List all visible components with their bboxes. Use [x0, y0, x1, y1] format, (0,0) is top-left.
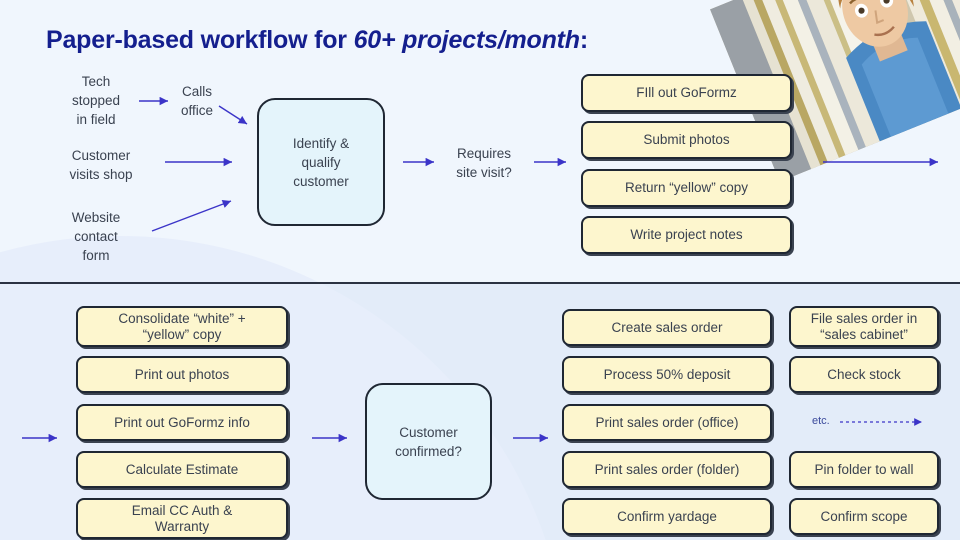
page-title: Paper-based workflow for 60+ projects/mo…	[46, 26, 588, 55]
task-create-sales-order[interactable]: Create sales order	[562, 309, 772, 346]
title-part-colon: :	[579, 26, 589, 54]
task-consolidate-white-yellow-copy[interactable]: Consolidate “white” + “yellow” copy	[76, 306, 288, 347]
task-calculate-estimate[interactable]: Calculate Estimate	[76, 451, 288, 488]
arrow-calls-to-identify	[218, 105, 248, 125]
title-part-emphasis: 60+ projects/month	[353, 26, 581, 54]
title-part-plain: Paper-based workflow for	[46, 26, 354, 54]
label-customer-visits-shop: Customer visits shop	[69, 148, 133, 182]
task-process-50-deposit[interactable]: Process 50% deposit	[562, 356, 772, 393]
label-tech-stopped-in-field: Tech stopped in field	[71, 74, 121, 127]
decision-customer-confirmed[interactable]: Customer confirmed?	[365, 383, 492, 500]
task-print-out-photos[interactable]: Print out photos	[76, 356, 288, 393]
label-requires-site-visit: Requires site visit?	[456, 146, 512, 180]
label-calls-office: Calls office	[180, 84, 214, 118]
label-website-contact-form: Website contact form	[71, 210, 121, 263]
task-email-cc-auth-warranty[interactable]: Email CC Auth & Warranty	[76, 498, 288, 539]
task-write-project-notes[interactable]: Write project notes	[581, 216, 792, 254]
task-return-yellow-copy[interactable]: Return “yellow” copy	[581, 169, 792, 207]
task-confirm-scope[interactable]: Confirm scope	[789, 498, 939, 535]
section-divider	[0, 282, 960, 284]
task-print-out-goformz-info[interactable]: Print out GoFormz info	[76, 404, 288, 441]
label-etc: etc.	[812, 415, 830, 427]
task-print-sales-order-office[interactable]: Print sales order (office)	[562, 404, 772, 441]
task-pin-folder-to-wall[interactable]: Pin folder to wall	[789, 451, 939, 488]
task-confirm-yardage[interactable]: Confirm yardage	[562, 498, 772, 535]
decision-identify-qualify-customer[interactable]: Identify & qualify customer	[257, 98, 385, 226]
task-fill-out-goformz[interactable]: FIll out GoFormz	[581, 74, 792, 112]
task-file-sales-order-in-sales-cabinet[interactable]: File sales order in “sales cabinet”	[789, 306, 939, 347]
arrow-website-to-identify	[151, 200, 232, 232]
task-check-stock[interactable]: Check stock	[789, 356, 939, 393]
task-submit-photos[interactable]: Submit photos	[581, 121, 792, 159]
task-print-sales-order-folder[interactable]: Print sales order (folder)	[562, 451, 772, 488]
